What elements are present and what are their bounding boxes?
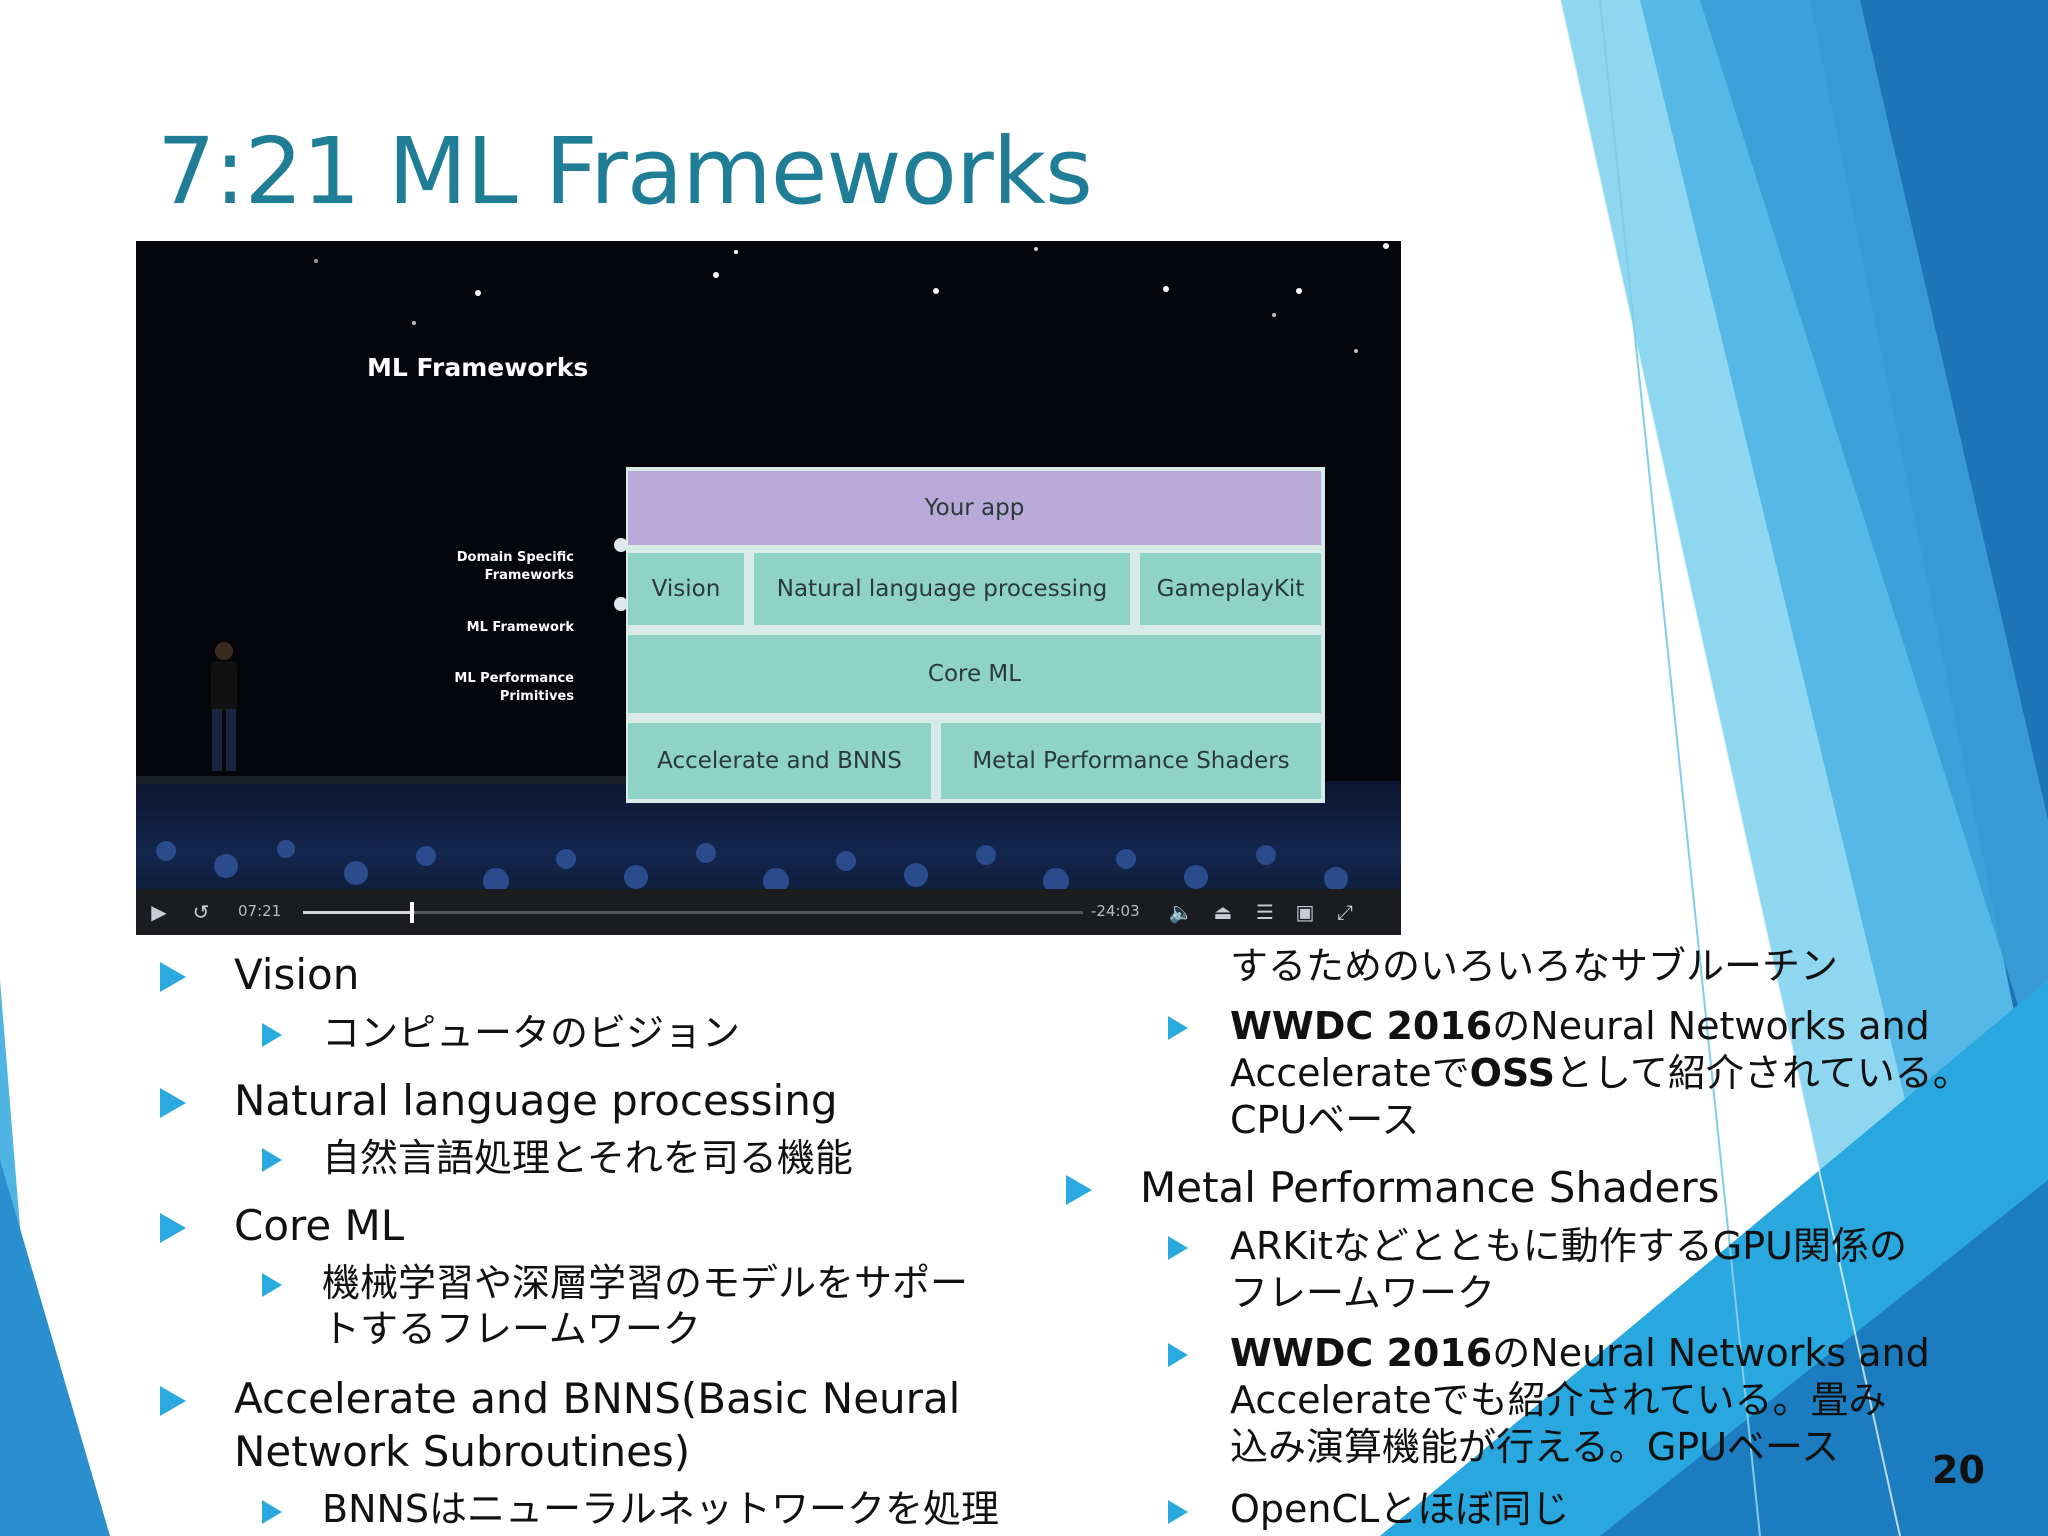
sub-bullet-wwdc-b-1: WWDC 2016のNeural Networks and	[1230, 1330, 1930, 1376]
speaker-figure	[211, 642, 237, 771]
framework-diagram: Your app Vision Natural language process…	[626, 467, 1325, 803]
wwdc-a-rest: のNeural Networks and	[1492, 1004, 1930, 1048]
bullet-arrow-icon	[1066, 1175, 1092, 1205]
bullet-metal: Metal Performance Shaders	[1140, 1163, 1720, 1212]
sub-bullet-core-ml-2: トするフレームワーク	[322, 1307, 701, 1351]
captions-icon[interactable]: ☰	[1256, 900, 1274, 924]
wwdc-b-bold: WWDC 2016	[1230, 1331, 1493, 1375]
sub-bullet-arkit-1: ARKitなどとともに動作するGPU関係の	[1230, 1224, 1907, 1268]
sub-bullet-arrow-icon	[1168, 1500, 1188, 1524]
audience-heads	[156, 840, 1348, 894]
connector-dot	[614, 538, 628, 552]
sub-bullet-wwdc-a-3: CPUベース	[1230, 1098, 1420, 1142]
sub-bullet-wwdc-b-2: Accelerateでも紹介されている。畳み	[1230, 1378, 1887, 1422]
sub-bullet-wwdc-a-2: AccelerateでOSSとして紹介されている。	[1230, 1050, 1971, 1096]
starfield	[314, 243, 1389, 353]
airplay-icon[interactable]: ⏏	[1213, 900, 1233, 924]
sub-bullet-wwdc-a-1: WWDC 2016のNeural Networks and	[1230, 1003, 1930, 1049]
box-accelerate: Accelerate and BNNS	[628, 723, 931, 799]
bullet-nlp: Natural language processing	[234, 1076, 838, 1125]
bullet-arrow-icon	[160, 1386, 186, 1416]
wwdc-b-rest: のNeural Networks and	[1492, 1331, 1930, 1375]
page-number: 20	[1932, 1448, 1985, 1492]
pip-icon[interactable]: ▣	[1295, 900, 1315, 924]
bullet-arrow-icon	[160, 962, 186, 992]
bullet-core-ml: Core ML	[234, 1201, 405, 1250]
progress-handle[interactable]	[410, 902, 414, 923]
box-metal: Metal Performance Shaders	[941, 723, 1321, 799]
bullet-accelerate-1: Accelerate and BNNS(Basic Neural	[234, 1374, 961, 1423]
bullet-accelerate-2: Network Subroutines)	[234, 1427, 691, 1476]
remaining-time: -24:03	[1091, 902, 1140, 920]
sub-bullet-arrow-icon	[1168, 1236, 1188, 1260]
wwdc-a-bold: WWDC 2016	[1230, 1004, 1493, 1048]
slide-title: 7:21 ML Frameworks	[157, 118, 1093, 225]
box-core-ml: Core ML	[628, 635, 1321, 713]
box-gameplaykit: GameplayKit	[1140, 553, 1321, 625]
sub-bullet-arrow-icon	[262, 1273, 282, 1297]
sub-bullet-arrow-icon	[1168, 1016, 1188, 1040]
stage	[136, 776, 626, 784]
video-player[interactable]: ML Frameworks Domain Specific Frameworks…	[136, 241, 1401, 935]
connector-dot	[614, 597, 628, 611]
bullet-arrow-icon	[160, 1213, 186, 1243]
bullet-arrow-icon	[160, 1088, 186, 1118]
play-icon[interactable]: ▶	[151, 900, 167, 924]
sub-bullet-nlp: 自然言語処理とそれを司る機能	[322, 1136, 853, 1180]
volume-icon[interactable]: 🔈	[1168, 900, 1194, 924]
box-your-app: Your app	[628, 471, 1321, 545]
wwdc-a-line2-post: として紹介されている。	[1554, 1051, 1971, 1095]
sub-bullet-arrow-icon	[262, 1148, 282, 1172]
wwdc-a-line2-pre: Accelerateで	[1230, 1051, 1470, 1095]
progress-fill	[303, 911, 412, 914]
sub-bullet-core-ml-1: 機械学習や深層学習のモデルをサポー	[322, 1261, 969, 1305]
sub-bullet-arrow-icon	[262, 1023, 282, 1047]
video-slide-title: ML Frameworks	[367, 353, 589, 382]
replay-icon[interactable]: ↺	[192, 900, 210, 924]
label-performance-primitives: ML Performance Primitives	[454, 671, 574, 704]
wwdc-a-line2-bold: OSS	[1469, 1051, 1555, 1095]
fullscreen-icon[interactable]: ⤢	[1337, 900, 1353, 924]
current-time: 07:21	[238, 902, 282, 920]
sub-bullet-wwdc-b-3: 込み演算機能が行える。GPUベース	[1230, 1425, 1840, 1469]
label-domain-frameworks: Domain Specific Frameworks	[456, 550, 574, 583]
player-controls: ▶ ↺ 07:21 -24:03 🔈 ⏏ ☰ ▣ ⤢	[136, 889, 1401, 935]
bullet-vision: Vision	[234, 950, 360, 999]
sub-bullet-arkit-2: フレームワーク	[1230, 1271, 1495, 1315]
box-nlp: Natural language processing	[754, 553, 1130, 625]
sub-bullet-opencl: OpenCLとほぼ同じ	[1230, 1487, 1570, 1531]
label-ml-framework: ML Framework	[466, 620, 574, 635]
sub-bullet-bnns: BNNSはニューラルネットワークを処理	[322, 1487, 1000, 1531]
sub-bullet-bnns-cont: するためのいろいろなサブルーチン	[1230, 944, 1839, 988]
sub-bullet-vision: コンピュータのビジョン	[322, 1011, 741, 1055]
progress-track[interactable]	[303, 902, 1083, 923]
box-vision: Vision	[628, 553, 744, 625]
sub-bullet-arrow-icon	[1168, 1343, 1188, 1367]
sub-bullet-arrow-icon	[262, 1500, 282, 1524]
